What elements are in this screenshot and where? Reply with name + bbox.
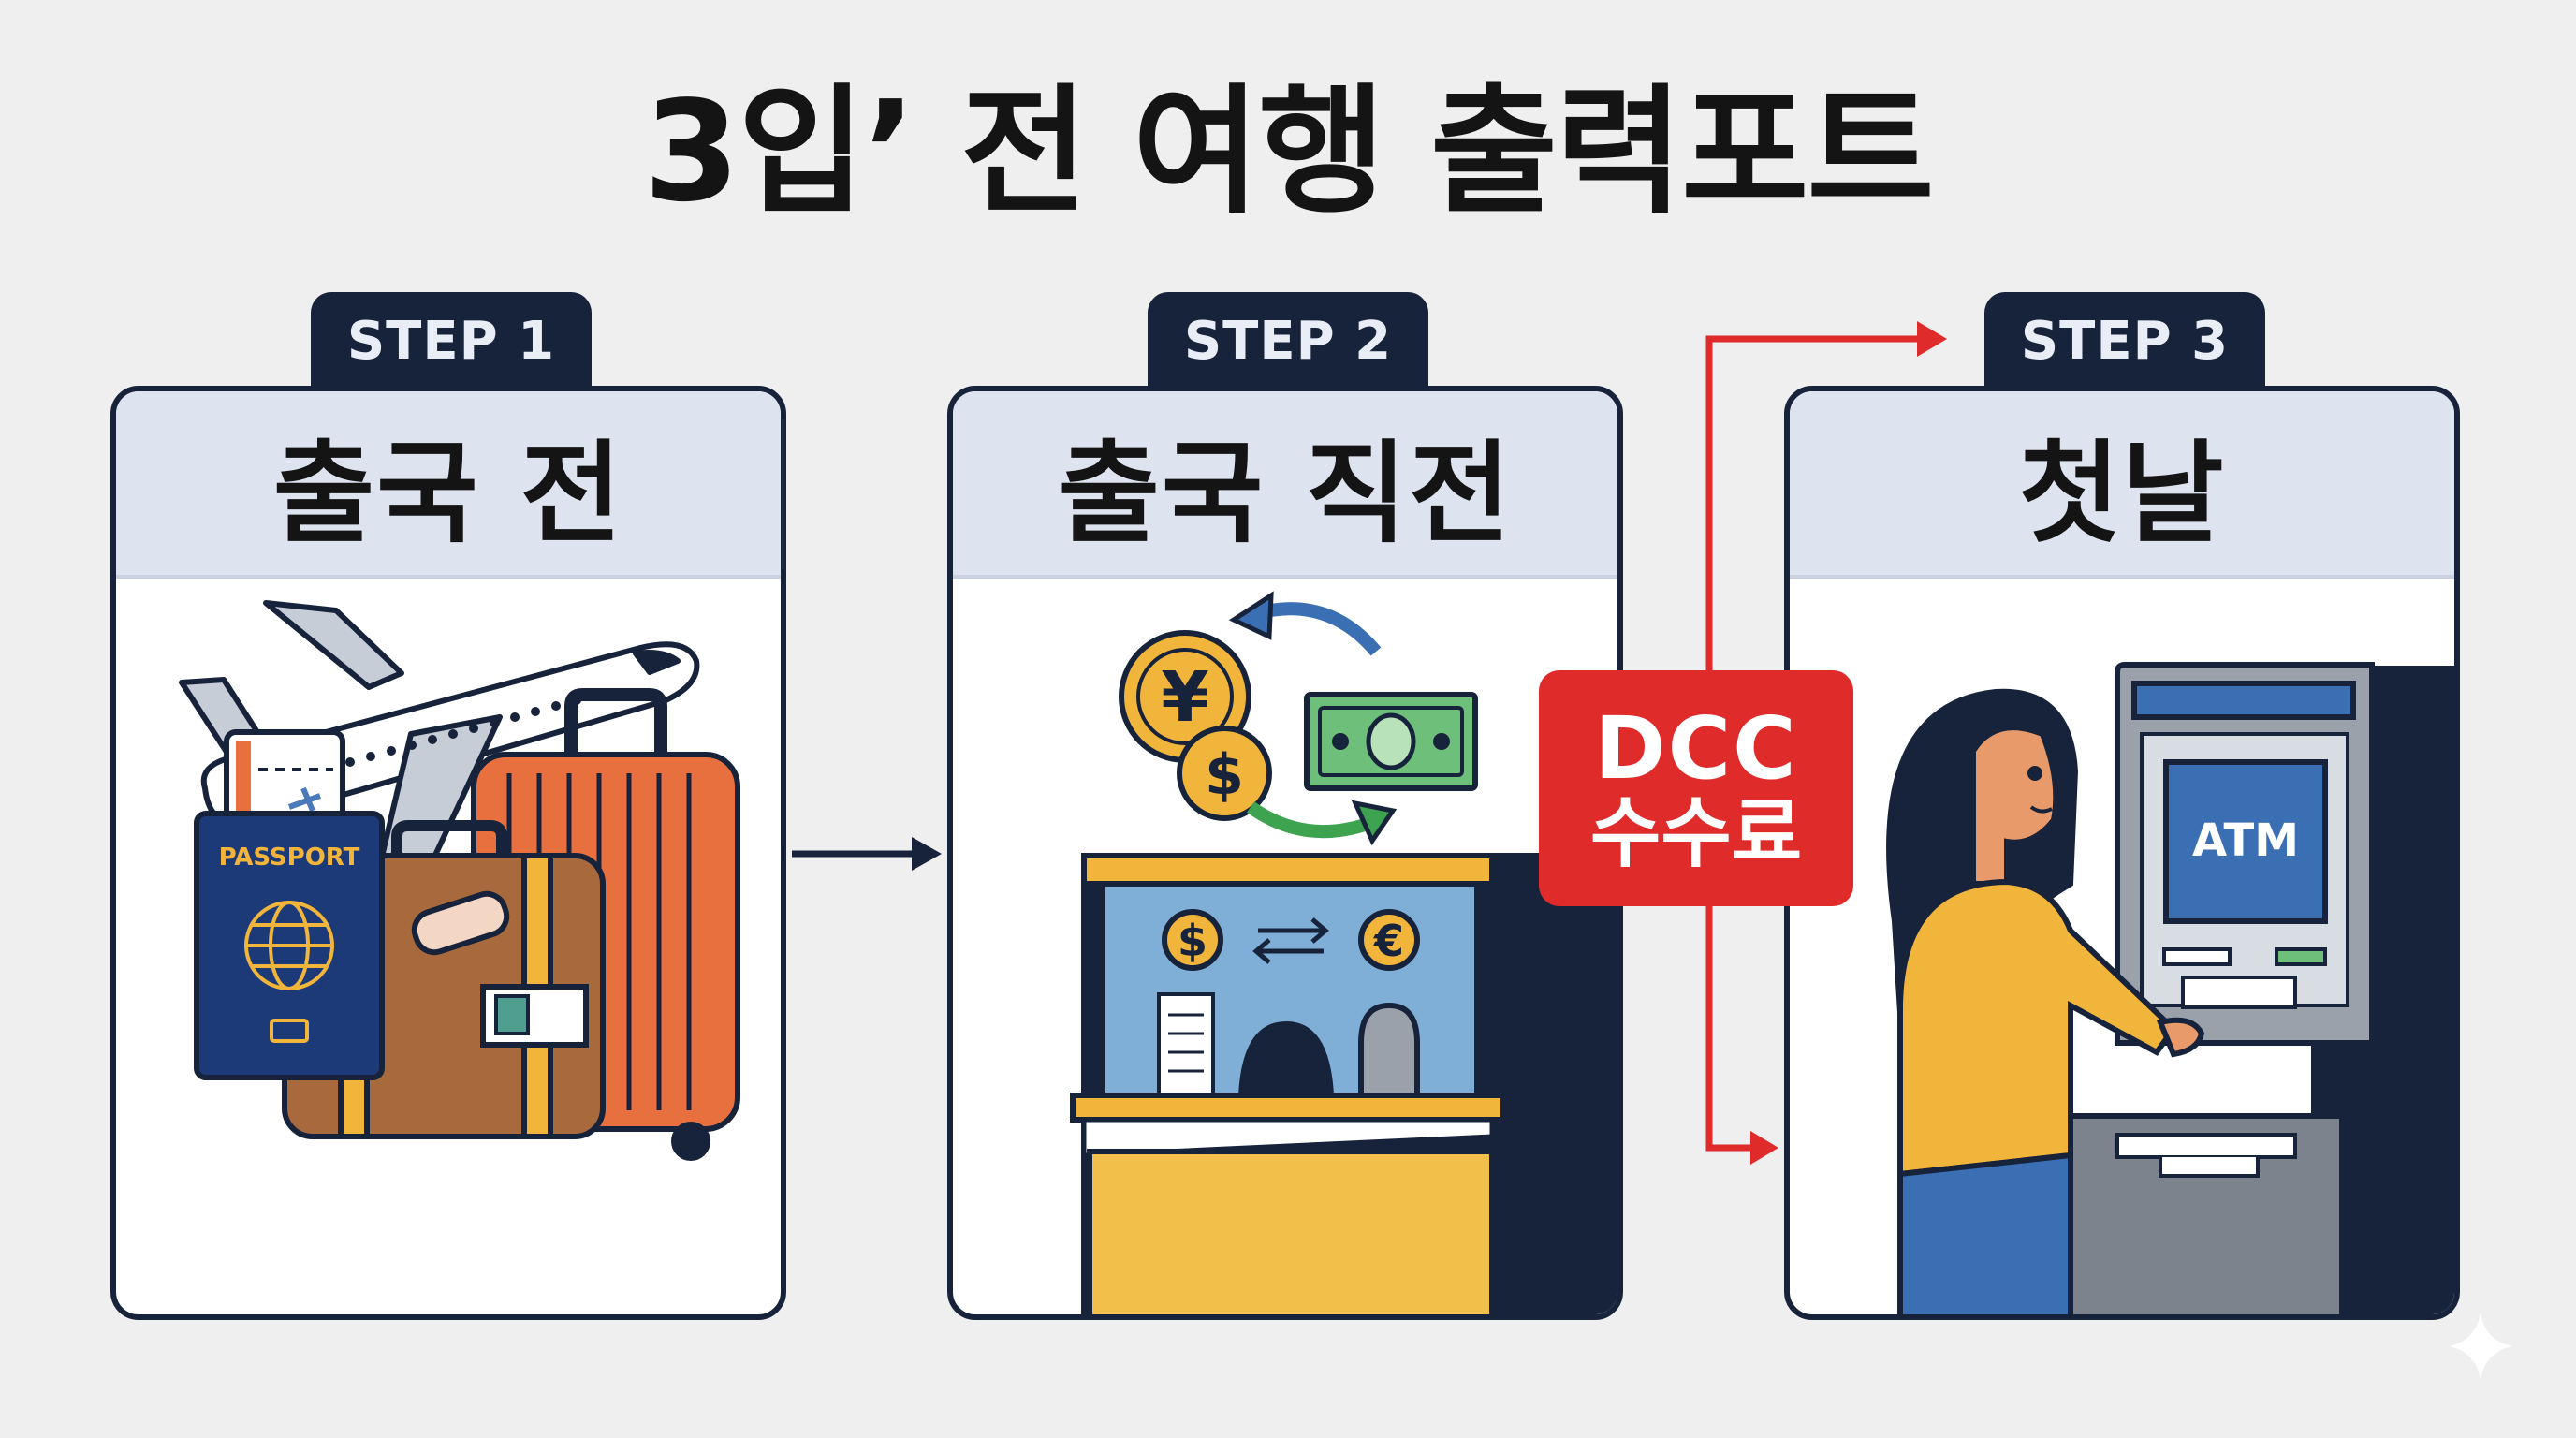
counter-dollar-symbol: $ <box>1178 916 1208 966</box>
atm-machine-icon: ATM <box>2058 662 2454 1314</box>
step-2-panel: 출국 직전 ¥ $ <box>947 386 1623 1320</box>
page-title: 3입’ 전 여행 출력포트 <box>643 71 1934 232</box>
arrow-step1-to-step2-icon <box>792 837 942 871</box>
step-3-illustration: ATM <box>1886 662 2454 1314</box>
step-1-panel: 출국 전 <box>110 386 786 1320</box>
step-3-panel: 첫날 ATM <box>1784 386 2460 1320</box>
dollar-coin-icon: $ <box>1177 726 1272 821</box>
exchange-arrows-icon <box>1228 591 1398 846</box>
dollar-symbol: $ <box>1205 742 1244 808</box>
step-1-heading: 출국 전 <box>116 391 781 579</box>
step-1-illustration: PASSPORT <box>179 600 740 1161</box>
step-2-illustration: ¥ $ $ € <box>1070 591 1617 1314</box>
step-3-heading: 첫날 <box>1790 391 2454 579</box>
step-2-tab: STEP 2 <box>1148 292 1428 389</box>
banknote-icon <box>1304 692 1478 791</box>
atm-screen-text: ATM <box>2192 814 2299 867</box>
passport-text: PASSPORT <box>219 844 360 872</box>
yen-symbol: ¥ <box>1161 657 1209 738</box>
dcc-label: DCC <box>1594 697 1798 799</box>
step-1-tab: STEP 1 <box>311 292 592 389</box>
dcc-fee-callout: DCC 수수료 <box>1539 670 1853 906</box>
dcc-fee-label: 수수료 <box>1589 788 1803 878</box>
step-3-tab: STEP 3 <box>1984 292 2265 389</box>
exchange-counter-icon: $ € <box>1070 853 1617 1314</box>
woman-user-icon <box>1886 688 2205 1314</box>
euro-symbol: € <box>1373 916 1404 966</box>
step-2-heading: 출국 직전 <box>953 391 1617 579</box>
passport-icon: PASSPORT <box>194 811 385 1080</box>
sparkle-icon <box>2449 1313 2512 1380</box>
